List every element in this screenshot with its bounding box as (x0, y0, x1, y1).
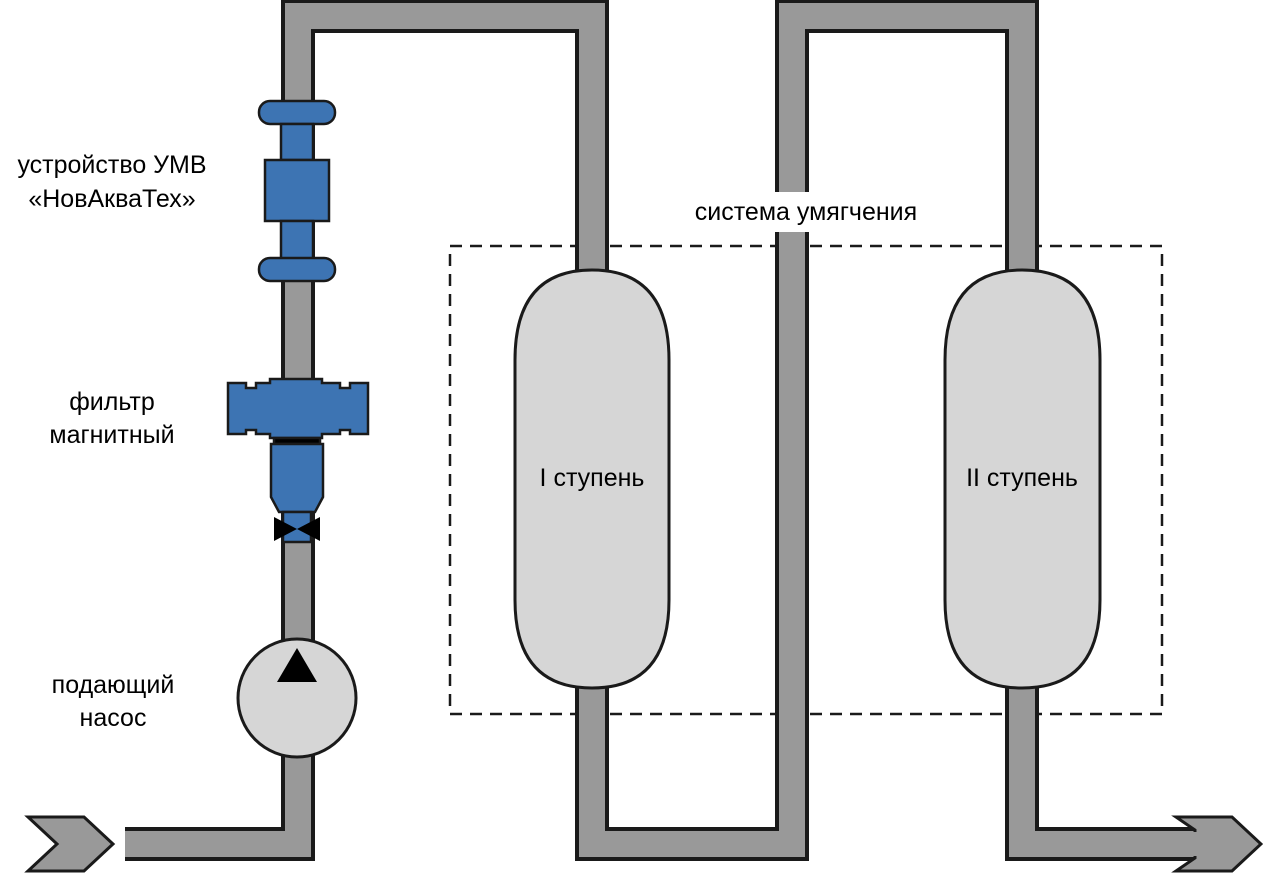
triangle-up-icon (277, 648, 317, 682)
softening-system-frame (448, 244, 1164, 716)
inlet-chevron-icon (24, 815, 116, 873)
filter-label-line2: магнитный (49, 421, 174, 449)
feed-pump (236, 637, 358, 759)
magnetic-filter (226, 377, 370, 544)
stage-2-label: II ступень (966, 464, 1078, 492)
pump-label-line2: насос (80, 704, 147, 732)
vessel-stage-2 (943, 268, 1102, 690)
pump-label-line1: подающий (52, 671, 175, 699)
system-label: система умягчения (695, 198, 917, 226)
umv-device (257, 99, 337, 283)
stage-1-label: I ступень (540, 464, 645, 492)
device-label-line2: «НовАкваТех» (28, 185, 195, 213)
device-label-line1: устройство УМВ (17, 151, 206, 179)
filter-label-line1: фильтр (69, 388, 155, 416)
valve-icon (274, 517, 320, 541)
vessel-stage-1 (513, 268, 671, 690)
